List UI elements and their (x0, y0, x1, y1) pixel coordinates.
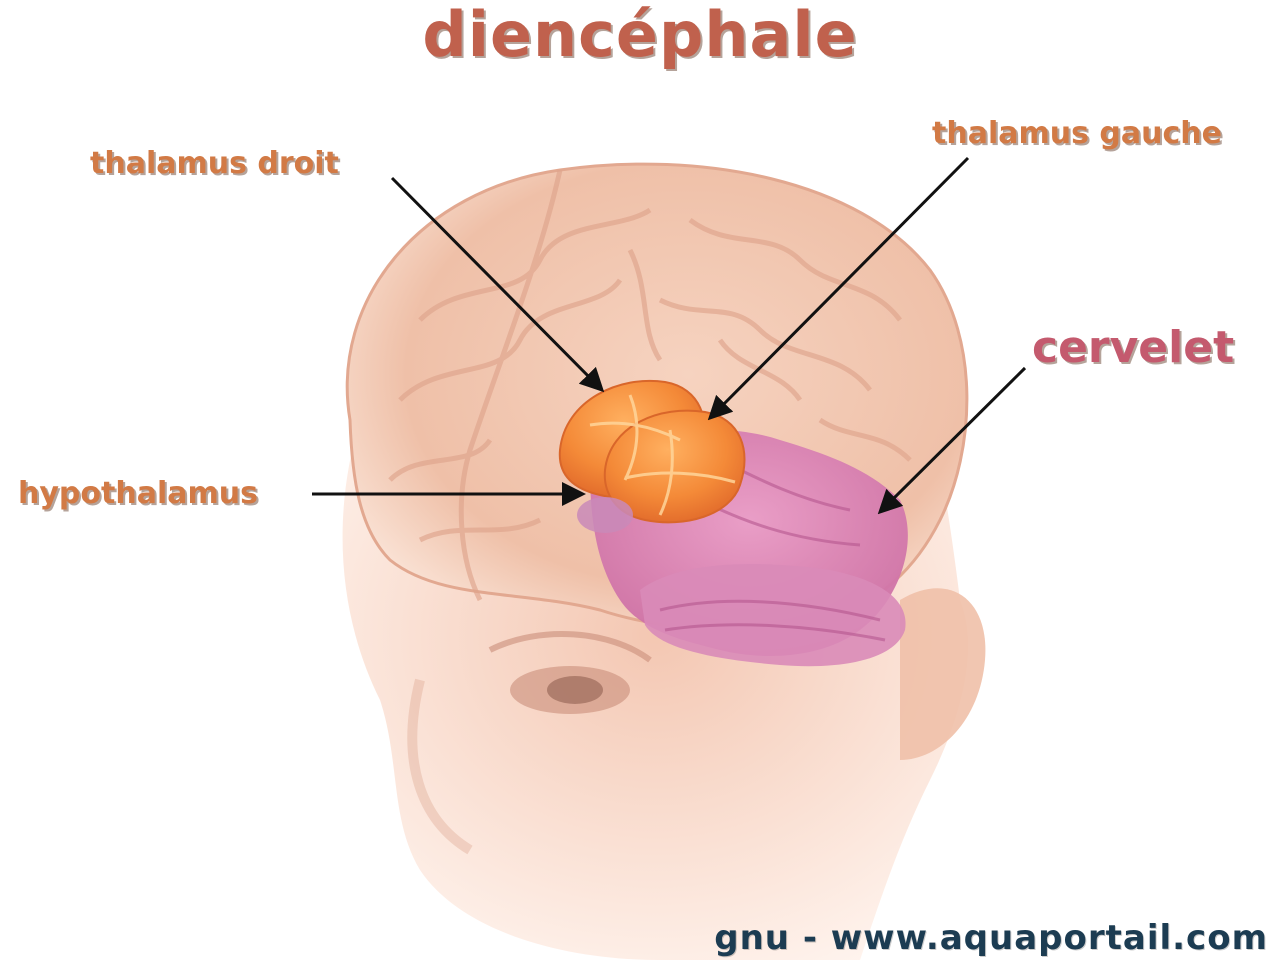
thalamus-gauche-arrow (707, 156, 970, 421)
thalamus-gauche-label: thalamus gauche (932, 116, 1222, 151)
cervelet-label: cervelet (1032, 322, 1235, 373)
thalamus-left-shape (603, 409, 746, 524)
diagram-title: diencéphale (422, 0, 858, 71)
thalamus-droit-arrow (390, 176, 605, 393)
thalamus-droit-label: thalamus droit (90, 146, 339, 181)
cervelet-arrow (877, 366, 1027, 515)
cerebellum-shape (640, 564, 906, 667)
ear-shape (900, 588, 986, 760)
hypothalamus-shape (577, 497, 633, 533)
credit-watermark: gnu - www.aquaportail.com (714, 918, 1268, 958)
hypothalamus-label: hypothalamus (18, 476, 258, 511)
